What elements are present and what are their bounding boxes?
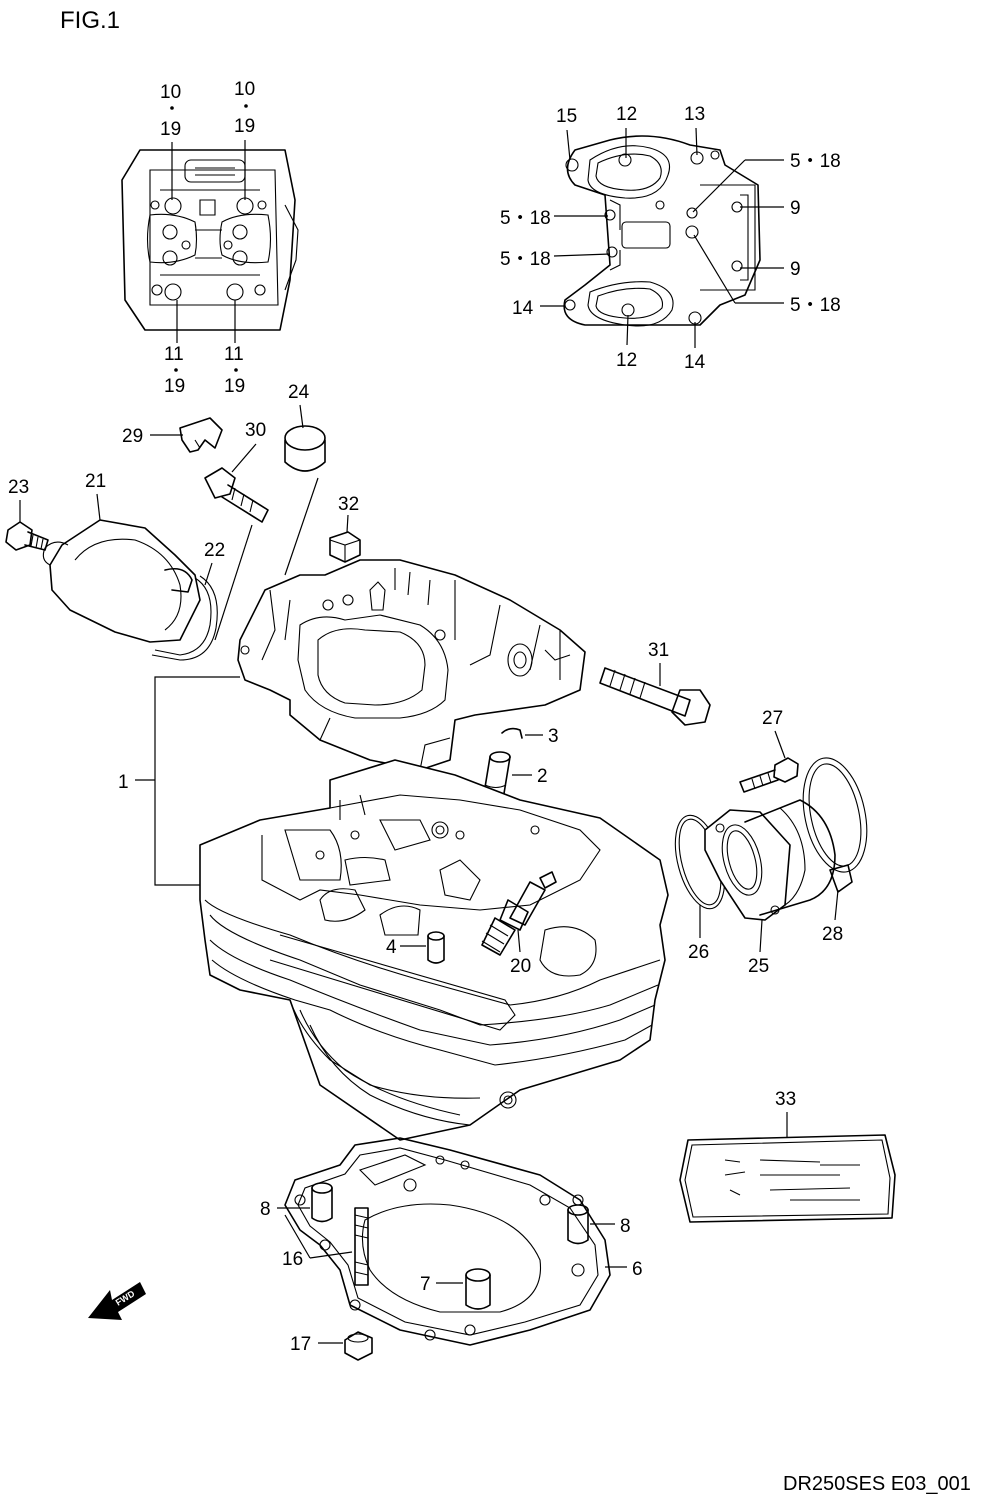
part-16-stud: [354, 1207, 369, 1286]
callout-29: 29: [122, 426, 143, 447]
part-28-clamp: [802, 757, 868, 893]
callout-26: 26: [688, 942, 709, 963]
callout-33: 33: [775, 1089, 796, 1110]
callout-32: 32: [338, 494, 359, 515]
part-25-intake-pipe: [704, 799, 836, 921]
part-33-label: [679, 1134, 896, 1223]
part-23-bolt: [5, 521, 49, 551]
part-3-clip: [501, 727, 523, 739]
part-6-head-gasket: [284, 1137, 611, 1346]
callout-25: 25: [748, 956, 769, 977]
callout-20: 20: [510, 956, 531, 977]
callout-3: 3: [548, 726, 559, 747]
part-17-nut: [344, 1331, 373, 1361]
part-31-bolt: [599, 667, 711, 726]
callout-12-bottom: 12: [616, 350, 637, 371]
figure-title: FIG.1: [60, 7, 120, 34]
callout-24: 24: [288, 382, 310, 403]
inset-right-callouts: 15 12 13 5・18 5・18 5・18 5・18 9 9 14 12 1…: [500, 104, 841, 373]
callout-31: 31: [648, 640, 669, 661]
callout-5-18-upper-left: 5・18: [500, 208, 551, 229]
callout-14-bottom: 14: [684, 352, 706, 373]
cylinder-head-upper: [237, 559, 586, 771]
callout-14-left: 14: [512, 298, 534, 319]
callout-13: 13: [684, 104, 705, 125]
callout-1: 1: [118, 772, 129, 793]
callout-19-bottom-right: 19: [224, 376, 245, 397]
part-29-bracket: [179, 417, 223, 453]
callout-5-18-lower-left: 5・18: [500, 249, 551, 270]
part-8-dowel-right: [567, 1204, 589, 1245]
callout-23: 23: [8, 477, 29, 498]
part-22-gasket: [151, 575, 218, 661]
callout-22: 22: [204, 540, 225, 561]
callout-15: 15: [556, 106, 577, 127]
part-21-cover: [42, 519, 201, 643]
callout-16: 16: [282, 1249, 303, 1270]
callout-12-top: 12: [616, 104, 637, 125]
part-7-dowel: [465, 1268, 491, 1310]
callout-8-right: 8: [620, 1216, 631, 1237]
part-27-screw: [739, 757, 799, 793]
head-top-inset: [121, 149, 299, 331]
part-8-dowel-left: [311, 1182, 333, 1223]
part-20-spark-plug: [481, 871, 557, 956]
callout-19-top-left: 19: [160, 119, 181, 140]
callout-9-upper: 9: [790, 198, 801, 219]
callout-8-left: 8: [260, 1199, 271, 1220]
callout-19-top-right: 19: [234, 116, 255, 137]
head-bottom-inset: [563, 135, 761, 327]
fwd-arrow-icon: FWD: [88, 1282, 146, 1320]
figure-code: DR250SES E03_001: [783, 1473, 971, 1495]
part-4-dowel: [427, 931, 445, 964]
callout-11-left: 11: [164, 344, 184, 365]
callout-27: 27: [762, 708, 783, 729]
callout-6: 6: [632, 1259, 643, 1280]
callout-28: 28: [822, 924, 843, 945]
callout-21: 21: [85, 471, 106, 492]
callout-5-18-upper-right: 5・18: [790, 151, 841, 172]
callout-2: 2: [537, 766, 548, 787]
callout-10-left: 10: [160, 82, 181, 103]
callout-9-lower: 9: [790, 259, 801, 280]
cylinder-head-lower: [199, 759, 669, 1141]
callout-19-bottom-left: 19: [164, 376, 185, 397]
callout-7: 7: [420, 1274, 431, 1295]
callout-11-right: 11: [224, 344, 244, 365]
part-24-cap: [284, 425, 326, 472]
inset-left-callouts: 10 19 10 19 11 19 11 19: [160, 79, 255, 397]
part-30-bolt: [204, 467, 269, 523]
callout-10-right: 10: [234, 79, 255, 100]
part-32-nut: [329, 531, 361, 563]
callout-4: 4: [386, 937, 397, 958]
callout-30: 30: [245, 420, 266, 441]
callout-5-18-lower-right: 5・18: [790, 295, 841, 316]
callout-17: 17: [290, 1334, 311, 1355]
